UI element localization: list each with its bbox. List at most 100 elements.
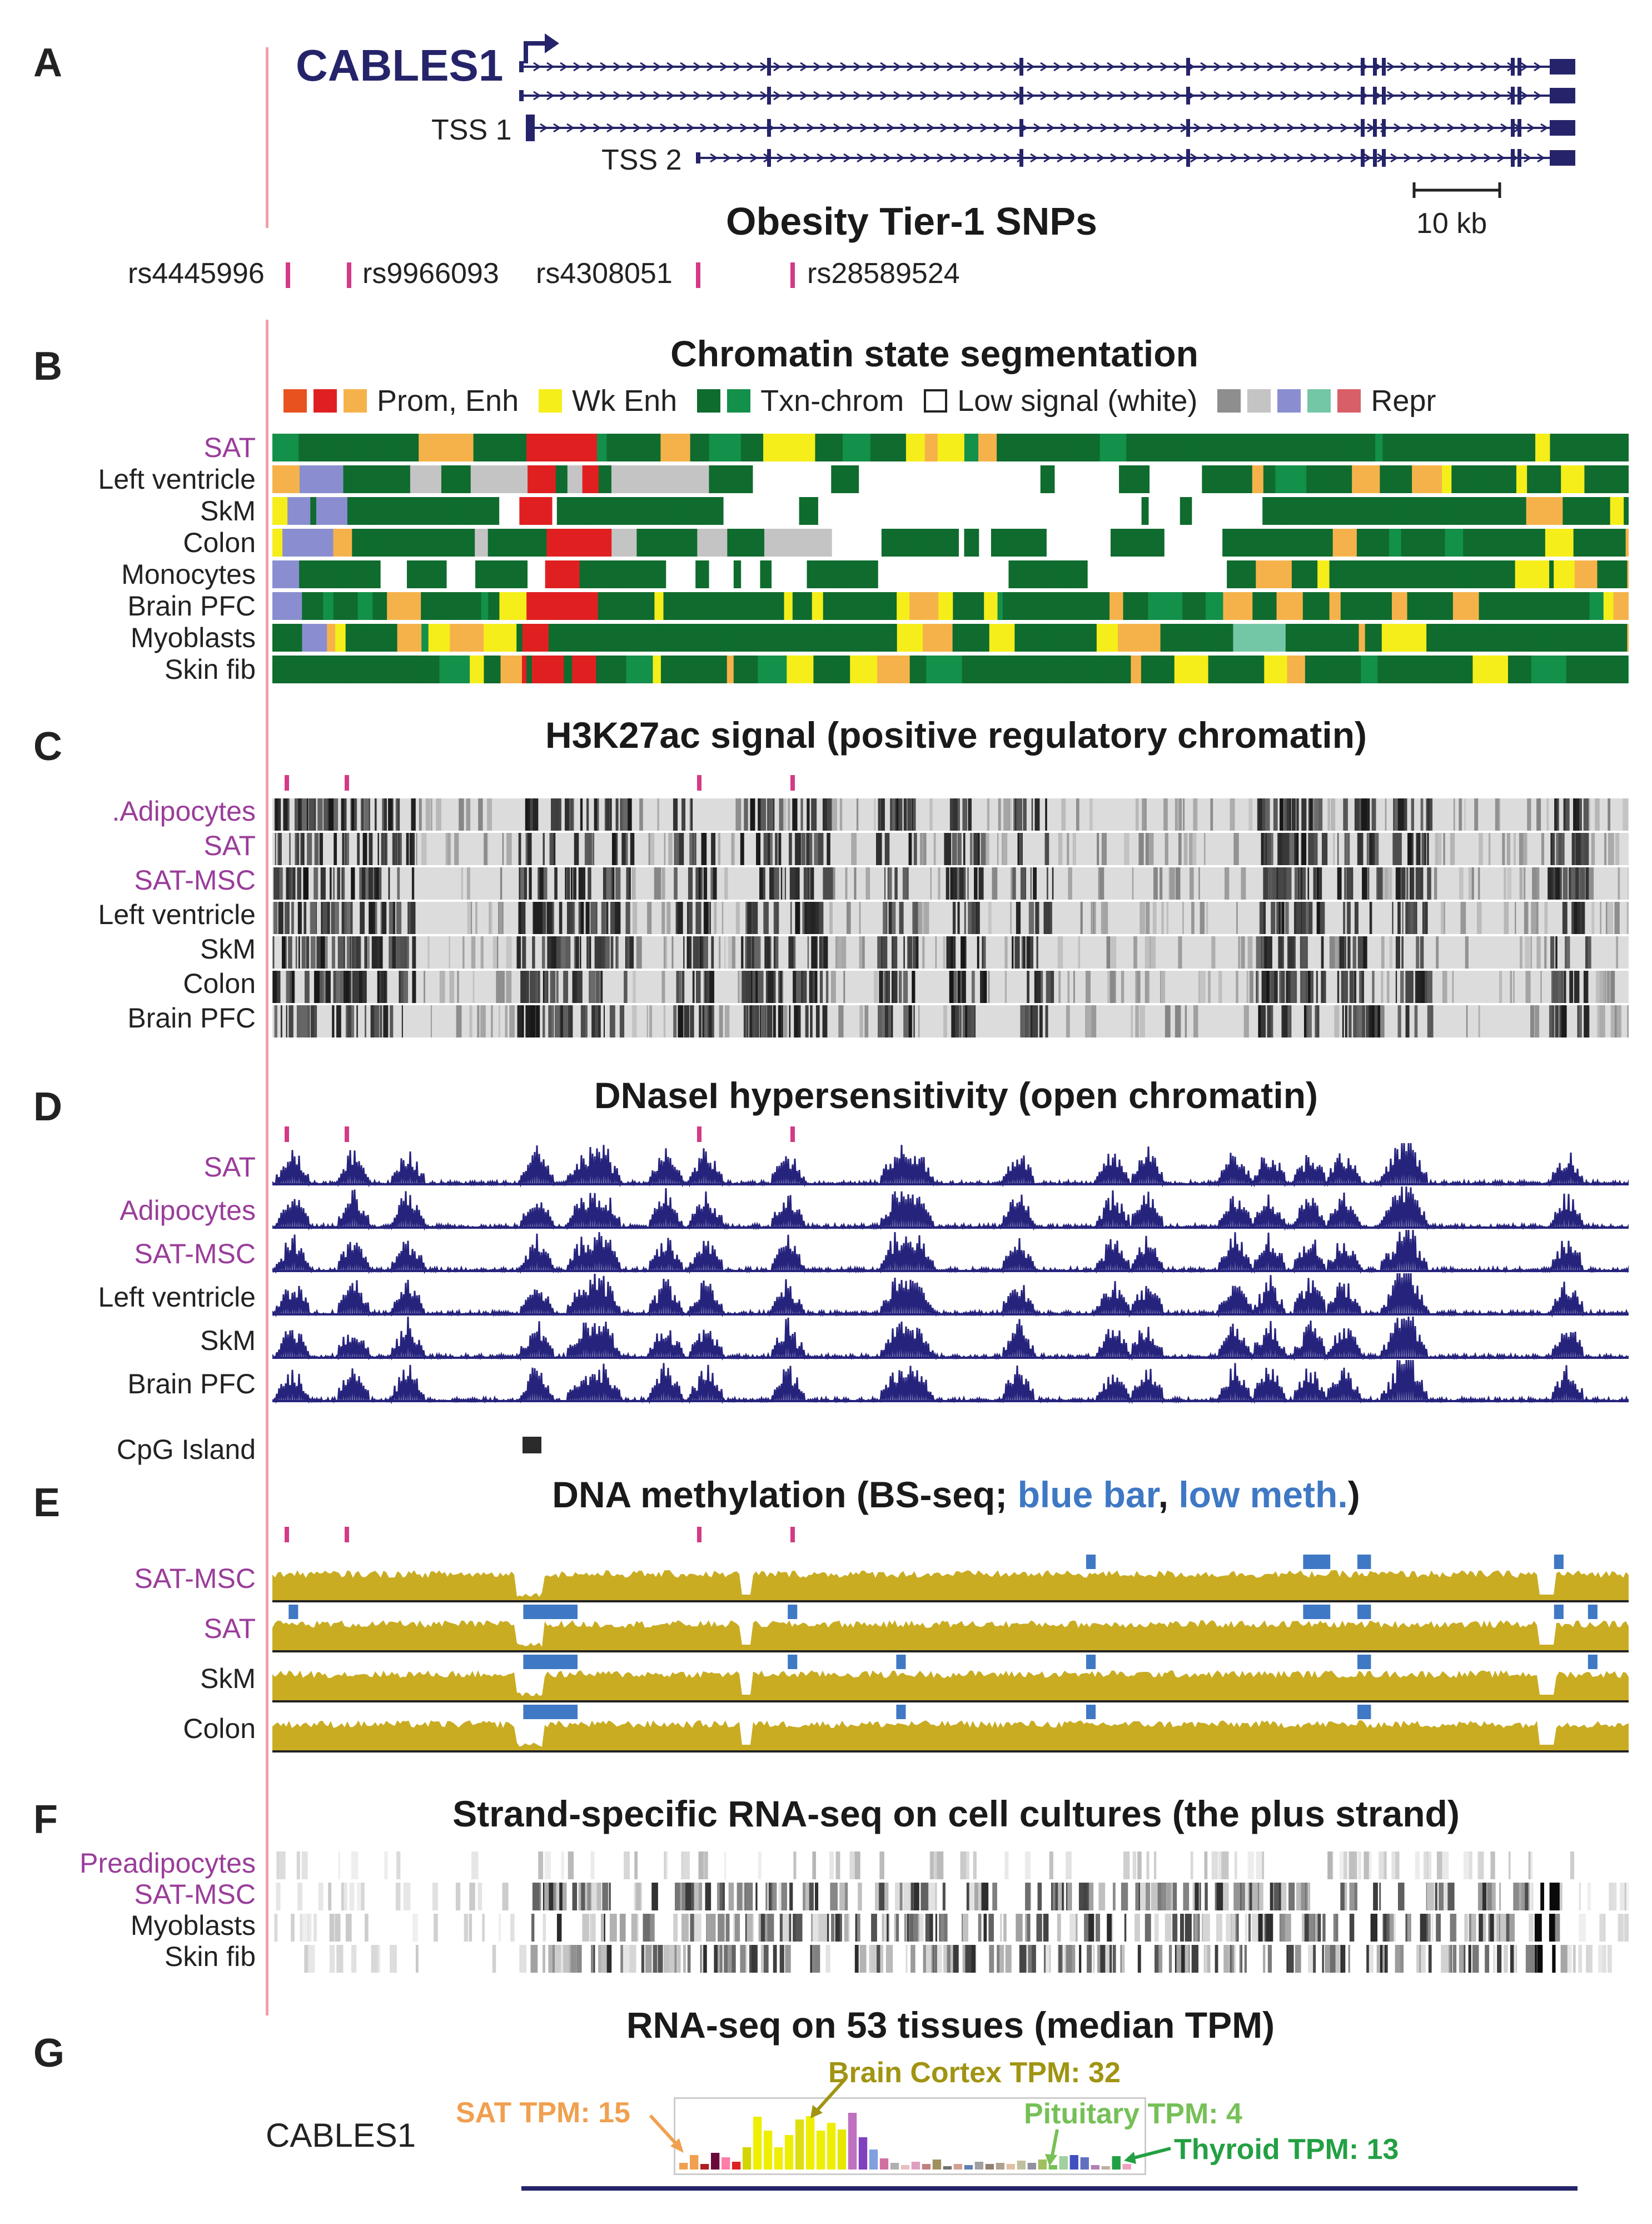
rnaseq-mark: [745, 1945, 748, 1973]
signal-mark: [745, 902, 748, 934]
rnaseq-mark: [1302, 1914, 1309, 1942]
row-label: Preadipocytes: [79, 1848, 256, 1879]
rnaseq-mark: [917, 1914, 920, 1942]
signal-mark: [971, 902, 976, 934]
rnaseq-mark: [1354, 1851, 1357, 1879]
rnaseq-mark: [1134, 1914, 1140, 1942]
signal-mark: [300, 1005, 306, 1037]
row-label: Colon: [183, 527, 256, 558]
signal-mark: [472, 971, 475, 1003]
signal-mark: [968, 798, 971, 831]
tissue-bar: [679, 2163, 688, 2170]
signal-mark: [1133, 936, 1137, 969]
rnaseq-mark: [1485, 1945, 1490, 1973]
signal-mark: [1236, 902, 1238, 934]
signal-mark: [459, 798, 464, 831]
signal-mark: [673, 1005, 677, 1037]
signal-mark: [525, 798, 531, 831]
rnaseq-mark: [962, 1945, 967, 1973]
signal-mark: [296, 1005, 301, 1037]
rnaseq-mark: [364, 1914, 369, 1942]
state-segment: [1627, 624, 1629, 652]
rnaseq-mark: [879, 1883, 885, 1910]
signal-mark: [393, 833, 395, 865]
signal-mark: [389, 936, 392, 969]
signal-mark: [524, 971, 529, 1003]
signal-mark: [877, 1005, 882, 1037]
state-segment: [1566, 656, 1601, 683]
state-segment: [924, 434, 938, 461]
signal-mark: [436, 798, 441, 831]
tissue-bar: [816, 2131, 825, 2170]
signal-mark: [719, 936, 721, 969]
rnaseq-mark: [1137, 1851, 1142, 1879]
state-segment: [679, 592, 690, 620]
signal-mark: [568, 1005, 570, 1037]
state-segment: [1073, 592, 1092, 620]
tissue-bar: [932, 2160, 942, 2170]
signal-mark: [466, 798, 471, 831]
rnaseq-mark: [1295, 1945, 1301, 1973]
signal-mark: [380, 1005, 382, 1037]
state-segment: [1539, 592, 1571, 620]
tissue-bar: [700, 2164, 709, 2170]
exon: [1382, 58, 1386, 76]
rnaseq-mark: [724, 1945, 728, 1973]
snp-mark: [345, 1126, 349, 1142]
signal-mark: [880, 798, 885, 831]
signal-mark: [352, 798, 354, 831]
signal-mark: [933, 833, 936, 865]
rnaseq-mark: [1266, 1914, 1273, 1942]
rnaseq-mark: [1600, 1945, 1606, 1973]
rnaseq-mark: [623, 1945, 630, 1973]
rnaseq-mark: [973, 1851, 977, 1879]
rnaseq-mark: [698, 1851, 704, 1879]
signal-mark: [368, 936, 370, 969]
signal-mark: [544, 971, 548, 1003]
signal-mark: [1610, 1005, 1615, 1037]
signal-mark: [883, 971, 886, 1003]
rnaseq-mark: [609, 1883, 611, 1910]
exon: [1511, 149, 1515, 167]
state-segment: [799, 624, 815, 652]
panel-e-title: DNA methylation (BS-seq; blue bar, low m…: [272, 1473, 1640, 1516]
signal-mark: [957, 902, 960, 934]
rnaseq-mark: [1288, 1883, 1295, 1910]
rnaseq-mark: [555, 1945, 561, 1973]
state-segment: [1232, 656, 1265, 683]
signal-mark: [1536, 798, 1541, 831]
panel-letter-g: G: [33, 2031, 65, 2076]
rnaseq-mark: [728, 1945, 732, 1973]
signal-mark: [332, 867, 335, 900]
rnaseq-mark: [1499, 1883, 1501, 1910]
state-segment: [588, 497, 620, 525]
state-segment: [586, 624, 623, 652]
rnaseq-mark: [341, 1883, 346, 1910]
state-segment: [441, 465, 462, 493]
signal-mark: [1510, 971, 1512, 1003]
signal-mark: [1381, 971, 1383, 1003]
signal-mark: [950, 936, 954, 969]
signal-mark: [1165, 833, 1168, 865]
signal-mark: [1362, 867, 1367, 900]
exon: [1373, 58, 1377, 76]
rnaseq-mark: [1550, 1883, 1555, 1910]
signal-mark: [1544, 936, 1547, 969]
rnaseq-mark: [681, 1914, 688, 1942]
state-segment: [491, 560, 528, 588]
signal-mark: [609, 1005, 615, 1037]
state-segment: [924, 560, 942, 588]
signal-mark: [759, 1005, 762, 1037]
signal-mark: [1286, 867, 1292, 900]
state-segment: [1252, 465, 1264, 493]
signal-mark: [606, 867, 611, 900]
state-segment: [787, 656, 814, 683]
signal-mark: [650, 833, 655, 865]
state-segment: [335, 624, 346, 652]
signal-mark: [286, 1005, 287, 1037]
state-segment: [272, 497, 288, 525]
state-segment: [282, 529, 297, 557]
state-segment: [392, 497, 430, 525]
rnaseq-mark: [858, 1883, 862, 1910]
signal-mark: [1257, 971, 1259, 1003]
